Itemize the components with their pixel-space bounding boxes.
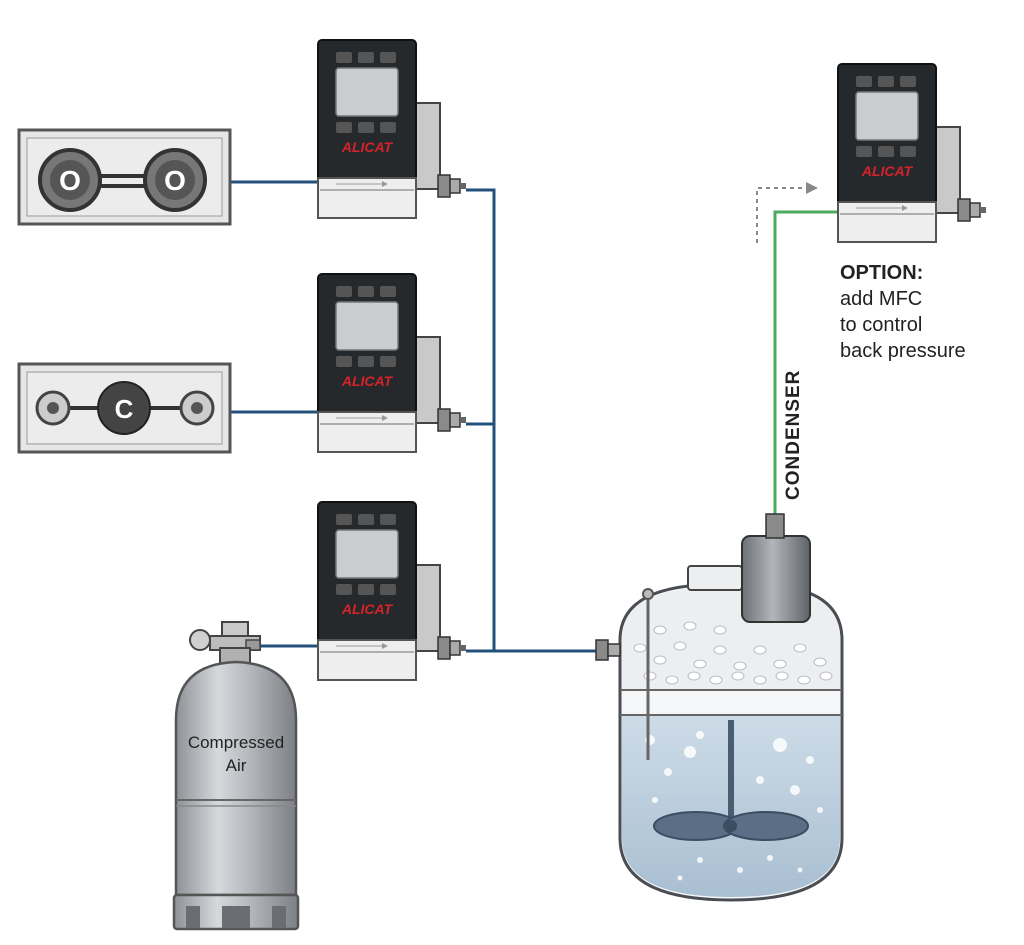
mfc-brand-label: ALICAT <box>341 601 394 617</box>
oxygen-molecule-box: O O <box>17 128 232 226</box>
option-line-1: add MFC <box>840 288 923 310</box>
mfc-compressed-air: ALICAT <box>317 501 467 681</box>
mfc-brand-label: ALICAT <box>341 373 394 389</box>
condenser-label: CONDENSER <box>783 369 804 500</box>
mfc-brand-label: ALICAT <box>861 163 914 179</box>
mfc-carbon-monoxide: ALICAT <box>317 273 467 453</box>
mfc-brand-label: ALICAT <box>341 139 394 155</box>
reactor-vessel <box>595 513 844 902</box>
oxygen-atom-icon: O <box>143 148 207 212</box>
manifold-line <box>466 188 598 653</box>
tank-label-line2: Air <box>225 756 247 775</box>
carbon-atom-icon: C <box>97 381 151 435</box>
option-title: OPTION: <box>840 262 924 284</box>
compressed-air-tank <box>172 621 300 931</box>
mfc-oxygen: ALICAT <box>317 39 467 219</box>
carbon-atom-label: C <box>115 394 134 424</box>
oxygen-atom-label-2: O <box>164 165 186 196</box>
optional-flow-dotted-line <box>756 187 808 243</box>
optional-flow-arrow-icon <box>806 182 818 194</box>
side-atom-icon <box>179 390 215 426</box>
oxygen-atom-label-1: O <box>59 165 81 196</box>
option-line-3: back pressure <box>840 340 966 362</box>
option-line-2: to control <box>840 314 923 336</box>
mfc-back-pressure: ALICAT <box>837 63 987 243</box>
supply-lines <box>230 180 598 653</box>
oxygen-atom-icon: O <box>38 148 102 212</box>
tank-label-line1: Compressed <box>187 733 285 752</box>
side-atom-icon <box>35 390 71 426</box>
condenser-line <box>773 210 837 518</box>
carbon-monoxide-molecule-box: C <box>17 362 232 454</box>
